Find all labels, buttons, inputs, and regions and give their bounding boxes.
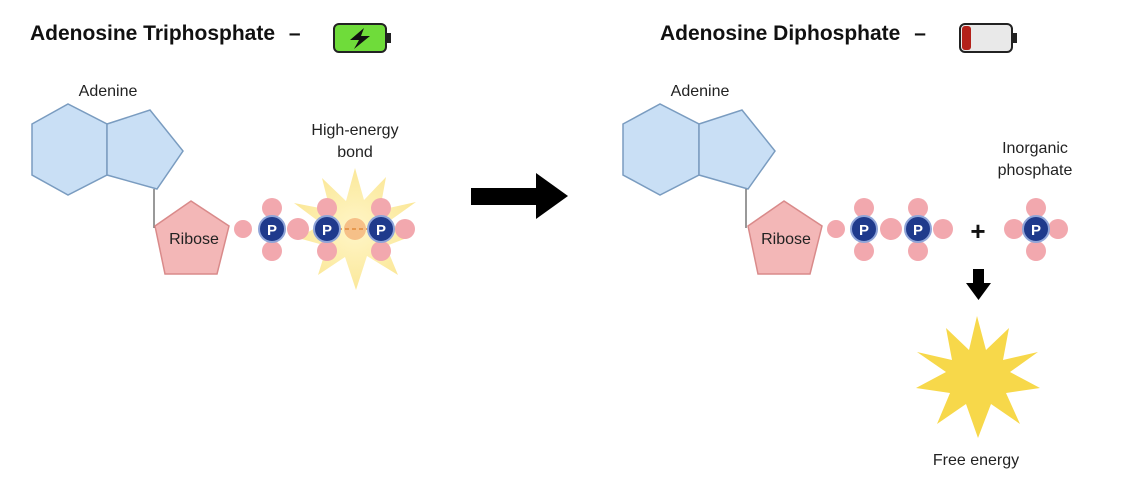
inorganic-phosphate: P xyxy=(1004,198,1068,261)
ribose-pentagon xyxy=(154,200,230,275)
phosphate-group-2: P xyxy=(313,215,341,243)
inorganic-phosphate-label-line1: Inorganic xyxy=(1002,140,1068,157)
adenine-pentagon xyxy=(698,109,776,190)
adenine-pentagon xyxy=(106,109,184,190)
phosphate-group-2: P xyxy=(904,215,932,243)
phosphate-chain xyxy=(827,198,953,261)
adp-adenine-label: Adenine xyxy=(670,83,730,100)
atp-molecule: P P P xyxy=(31,103,416,290)
adp-title-dash: – xyxy=(914,22,926,45)
free-energy-label: Free energy xyxy=(932,452,1020,469)
high-energy-bond-label: High-energy bond xyxy=(300,120,410,164)
atp-title: Adenosine Triphosphate – xyxy=(30,22,301,46)
down-arrow-icon xyxy=(966,269,991,300)
battery-full-charging-icon xyxy=(333,23,391,53)
atp-ribose-label: Ribose xyxy=(169,231,219,248)
high-energy-bond-label-line2: bond xyxy=(337,144,373,161)
phosphate-label: P xyxy=(913,222,923,239)
phosphate-group-1: P xyxy=(850,215,878,243)
adp-title: Adenosine Diphosphate – xyxy=(660,22,926,46)
adenine-hexagon xyxy=(622,103,700,196)
adp-molecule: P P + P xyxy=(622,103,1068,438)
phosphate-label: P xyxy=(267,222,277,239)
atp-title-text: Adenosine Triphosphate xyxy=(30,22,276,45)
inorganic-phosphate-label: Inorganic phosphate xyxy=(980,138,1090,182)
adp-ribose-label: Ribose xyxy=(761,231,811,248)
adenine-hexagon xyxy=(31,103,108,196)
atp-adenine-label: Adenine xyxy=(78,83,138,100)
phosphate-label: P xyxy=(376,222,386,239)
plus-sign: + xyxy=(970,216,985,246)
phosphate-group-3: P xyxy=(367,215,395,243)
adp-title-text: Adenosine Diphosphate xyxy=(660,22,901,45)
phosphate-chain xyxy=(234,198,415,261)
inorganic-phosphate-label-line2: phosphate xyxy=(997,162,1073,179)
ribose-pentagon xyxy=(747,200,823,275)
atp-title-dash: – xyxy=(288,22,301,45)
high-energy-bond-label-line1: High-energy xyxy=(311,122,399,139)
reaction-arrow-icon xyxy=(471,173,568,219)
phosphate-label: P xyxy=(859,222,869,239)
phosphate-label: P xyxy=(1031,222,1041,239)
battery-low-icon xyxy=(959,23,1017,53)
free-energy-burst-icon xyxy=(916,316,1040,438)
phosphate-group-1: P xyxy=(258,215,286,243)
phosphate-label: P xyxy=(322,222,332,239)
